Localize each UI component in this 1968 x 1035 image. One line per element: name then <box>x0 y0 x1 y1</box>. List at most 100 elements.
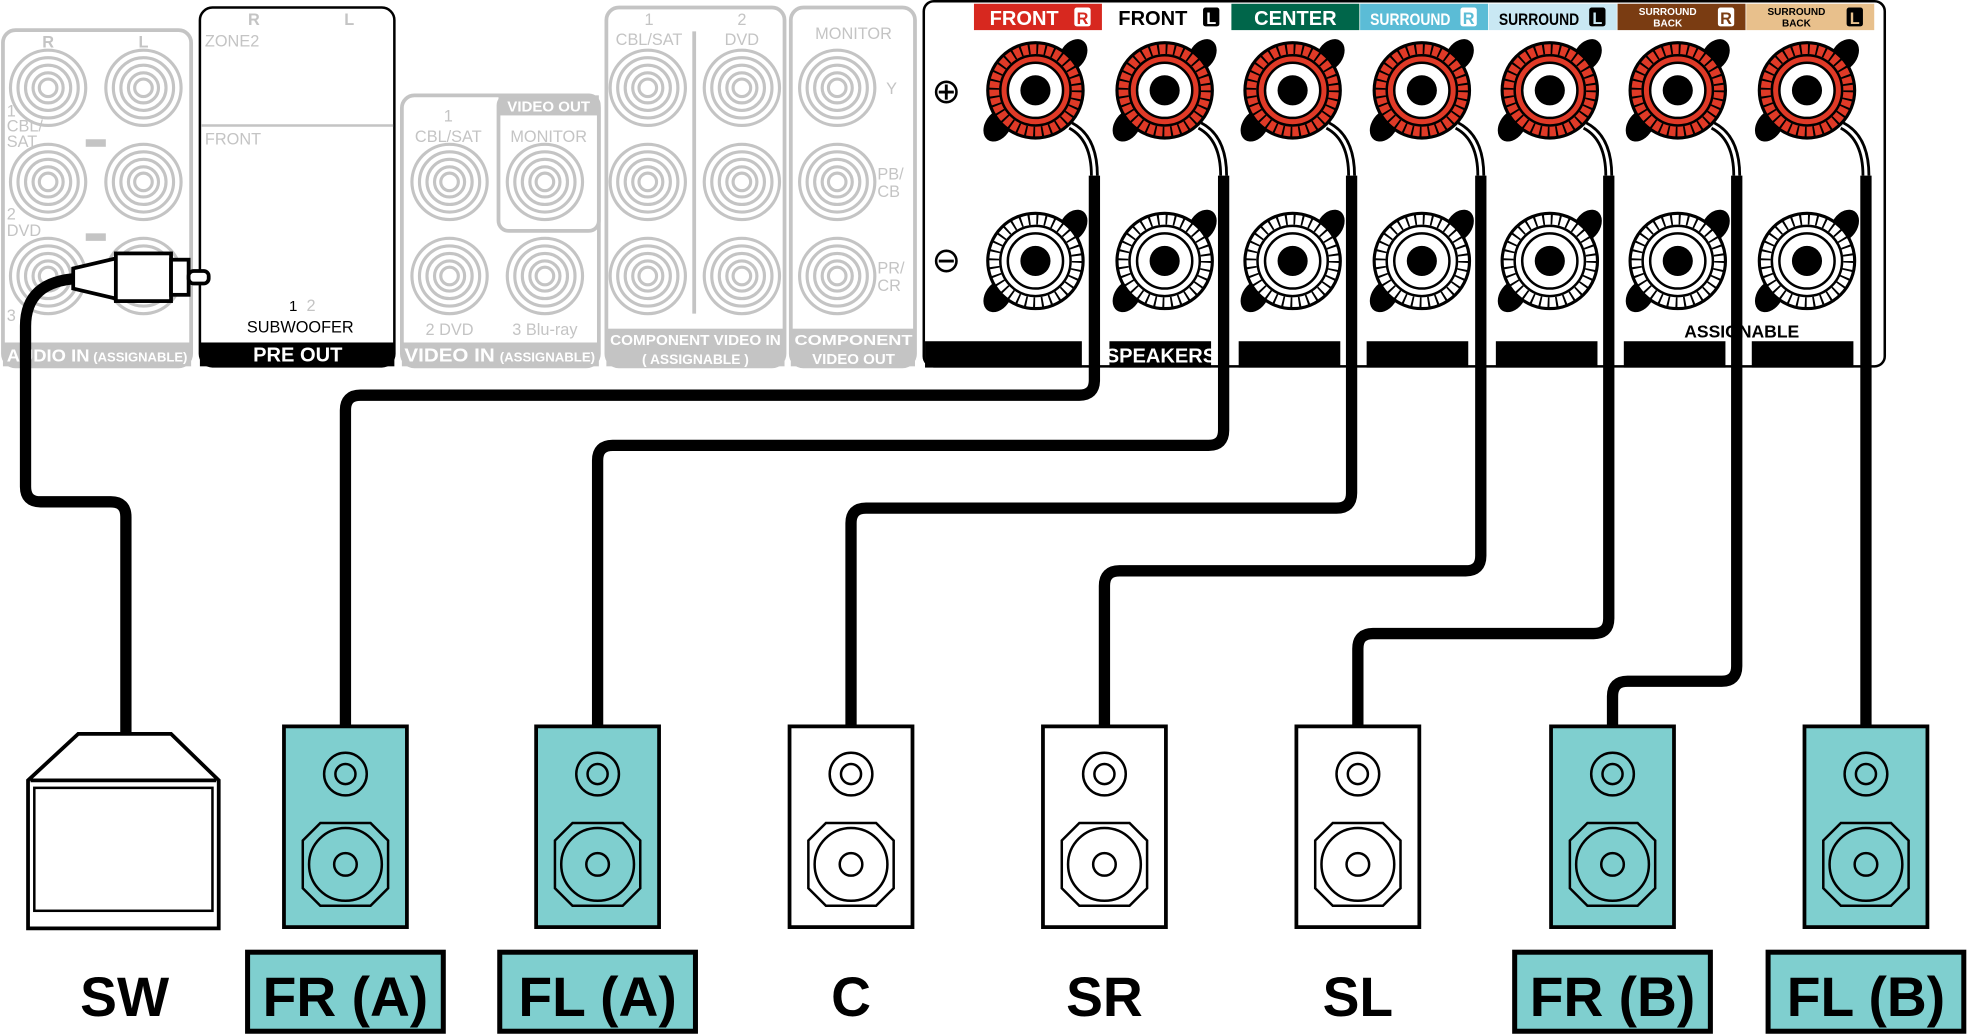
plus-terminal[interactable] <box>1364 34 1480 147</box>
channel-header: FRONT L <box>1102 3 1231 31</box>
speaker-label: FL (B) <box>1787 966 1945 1028</box>
minus-terminal[interactable] <box>1364 204 1480 317</box>
plus-terminal[interactable] <box>1107 34 1223 147</box>
speaker-label: SW <box>80 966 170 1028</box>
input-name: DVD <box>7 222 41 240</box>
rca-jack-icon <box>798 48 877 128</box>
pr-label: PR/ <box>877 259 905 277</box>
component-out-title: COMPONENT <box>795 332 914 349</box>
channel-name: FRONT <box>1118 8 1188 30</box>
channel-side: R <box>1463 10 1475 28</box>
speaker: C <box>787 724 915 1028</box>
input-name: SAT <box>7 133 38 151</box>
speaker-wires <box>339 121 1872 728</box>
rca-jack-icon <box>505 142 585 222</box>
rca-jack-icon <box>702 236 782 316</box>
channel-name: SURROUND <box>1768 7 1826 18</box>
zone2-label: ZONE2 <box>205 32 259 50</box>
speaker: FR (B) <box>1512 724 1713 1034</box>
rca-jack-icon <box>798 142 877 222</box>
rca-jack-icon <box>702 48 782 128</box>
input-name: 2 DVD <box>426 321 474 339</box>
channel-name: FRONT <box>990 8 1060 30</box>
speaker-label: FL (A) <box>518 966 676 1028</box>
plus-terminal[interactable] <box>1620 34 1736 147</box>
assignable-label: ( ASSIGNABLE ) <box>642 352 749 367</box>
rca-jack-icon <box>410 142 489 222</box>
l-label: L <box>344 11 354 29</box>
rca-jack-icon <box>8 142 88 222</box>
input-number: 1 <box>444 108 453 126</box>
l-label: L <box>138 34 148 52</box>
rca-jack-icon <box>505 236 585 316</box>
channel-header: FRONT R <box>973 3 1102 31</box>
plus-terminal[interactable] <box>1235 34 1351 147</box>
plus-terminal[interactable] <box>1492 34 1608 147</box>
channel-name: SURROUND <box>1639 7 1697 18</box>
component-video-in-panel: 1 CBL/SAT 2 DVD COMPONENT VIDEO IN ( ASS… <box>604 5 787 369</box>
cb-label: CB <box>877 183 900 201</box>
speaker: FR (A) <box>245 724 446 1034</box>
minus-terminal[interactable] <box>1235 204 1351 317</box>
input-number: 1 <box>7 103 16 121</box>
assignable-label: (ASSIGNABLE) <box>500 350 595 364</box>
input-number: 1 <box>644 11 653 29</box>
input-number: 3 <box>7 307 16 325</box>
audio-in-panel: R L 1 CBL/ SAT 2 DVD 3 AUDIO IN (ASSIGNA… <box>1 28 194 369</box>
channel-side: R <box>1077 10 1089 28</box>
speaker-label: SR <box>1066 966 1143 1028</box>
component-out-title: VIDEO OUT <box>812 351 896 368</box>
input-name: 3 Blu-ray <box>512 321 578 339</box>
speakers-title: SPEAKERS <box>1106 346 1216 368</box>
subwoofer: SW <box>26 732 221 1028</box>
rca-jack-icon <box>608 236 687 316</box>
channel-side: L <box>1206 10 1216 28</box>
video-in-panel: VIDEO OUT 1 CBL/SAT MONITOR 2 DVD 3 Blu-… <box>400 93 601 369</box>
subwoofer-cable <box>19 251 211 734</box>
channel-header: SURROUND R <box>1360 3 1489 31</box>
channel-header: CENTER <box>1231 3 1360 31</box>
channel-name: BACK <box>1782 18 1812 29</box>
channel-name: BACK <box>1653 18 1683 29</box>
subwoofer-label: SUBWOOFER <box>247 318 354 336</box>
input-name: CBL/SAT <box>415 128 482 146</box>
plus-terminal[interactable] <box>977 34 1093 147</box>
y-label: Y <box>886 80 897 98</box>
rca-jack-icon <box>702 142 782 222</box>
pb-label: PB/ <box>877 165 904 183</box>
speaker-label-box <box>245 949 446 1034</box>
rca-plug-icon <box>113 251 173 303</box>
plus-terminal[interactable] <box>1749 34 1865 147</box>
rca-jack-icon <box>8 48 88 128</box>
rca-jack-icon <box>104 48 183 128</box>
minus-terminal[interactable] <box>1620 204 1736 317</box>
channel-side: L <box>1850 10 1860 28</box>
video-out-label: VIDEO OUT <box>507 99 591 116</box>
minus-terminal[interactable] <box>1749 204 1865 317</box>
channel-name: SURROUND <box>1499 11 1579 29</box>
minus-terminal[interactable] <box>977 204 1093 317</box>
channel-name: CENTER <box>1254 8 1337 30</box>
subwoofer-2-label: 2 <box>307 297 316 315</box>
minus-terminal[interactable] <box>1492 204 1608 317</box>
speaker-label-box <box>497 949 698 1034</box>
speaker-bars <box>925 341 1854 368</box>
component-in-title: COMPONENT VIDEO IN <box>610 332 781 349</box>
plus-icon: ⊕ <box>932 72 961 111</box>
video-in-title: VIDEO IN <box>404 344 494 365</box>
rca-jack-icon <box>798 236 877 316</box>
channel-name: SURROUND <box>1370 11 1450 29</box>
cr-label: CR <box>877 277 901 295</box>
speaker: SL <box>1294 724 1422 1028</box>
monitor-label: MONITOR <box>815 25 892 43</box>
subwoofer-1-label: 1 <box>289 298 297 315</box>
pre-out-panel: R L ZONE2 FRONT 1 2 SUBWOOFER PRE OUT <box>198 6 396 368</box>
channel-side: R <box>1720 10 1732 28</box>
rca-jack-icon <box>608 48 687 128</box>
speakers: SW FR (A) FL (A) C SR SL FR (B) FL (B) <box>26 724 1967 1034</box>
minus-terminal[interactable] <box>1107 204 1223 317</box>
monitor-label: MONITOR <box>510 128 587 146</box>
